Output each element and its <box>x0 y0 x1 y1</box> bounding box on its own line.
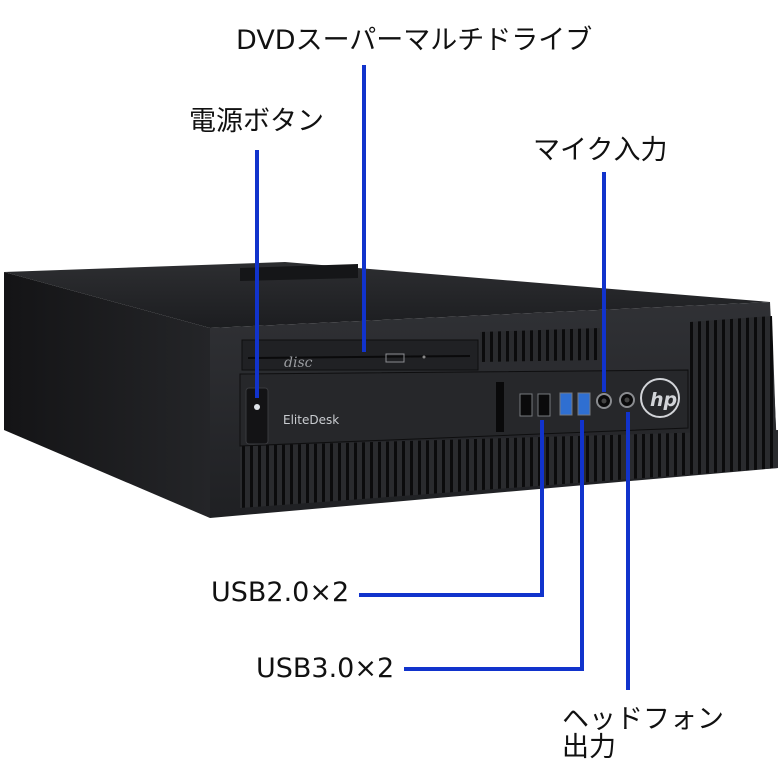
headphone-label-line1: ヘッドフォン <box>562 704 724 735</box>
power-button-label: 電源ボタン <box>189 106 324 137</box>
usb2-label: USB2.0×2 <box>211 577 350 608</box>
case-side <box>4 272 210 518</box>
leader-lines <box>255 65 630 690</box>
top-handle-recess <box>240 264 358 281</box>
usb2-port-2 <box>537 393 551 417</box>
eject-button <box>385 353 405 363</box>
vent-upper <box>480 328 600 362</box>
disc-logo: disc <box>284 355 313 371</box>
leader-usb2 <box>359 420 544 597</box>
drive-led <box>422 355 426 359</box>
hp-logo-text: hp <box>650 389 677 411</box>
optical-drive-bezel <box>241 339 479 371</box>
case-top <box>4 262 770 328</box>
card-slot <box>496 382 504 432</box>
usb3-port-1 <box>559 392 573 416</box>
power-led <box>254 404 260 410</box>
mic-input-label: マイク入力 <box>533 135 668 166</box>
leader-usb3 <box>404 420 584 671</box>
model-badge: EliteDesk <box>283 413 339 427</box>
headphone-label-line2: 出力 <box>562 732 616 764</box>
usb2-port-1 <box>519 393 533 417</box>
hp-logo <box>640 378 680 418</box>
front-io-panel <box>239 369 689 447</box>
vent-lower <box>240 430 778 508</box>
usb3-label: USB3.0×2 <box>256 653 395 684</box>
vent-right <box>690 316 776 434</box>
dvd-drive-label: DVDスーパーマルチドライブ <box>236 25 593 56</box>
usb3-port-2 <box>577 392 591 416</box>
headphone-output-label: ヘッドフォン 出力 <box>562 704 724 764</box>
